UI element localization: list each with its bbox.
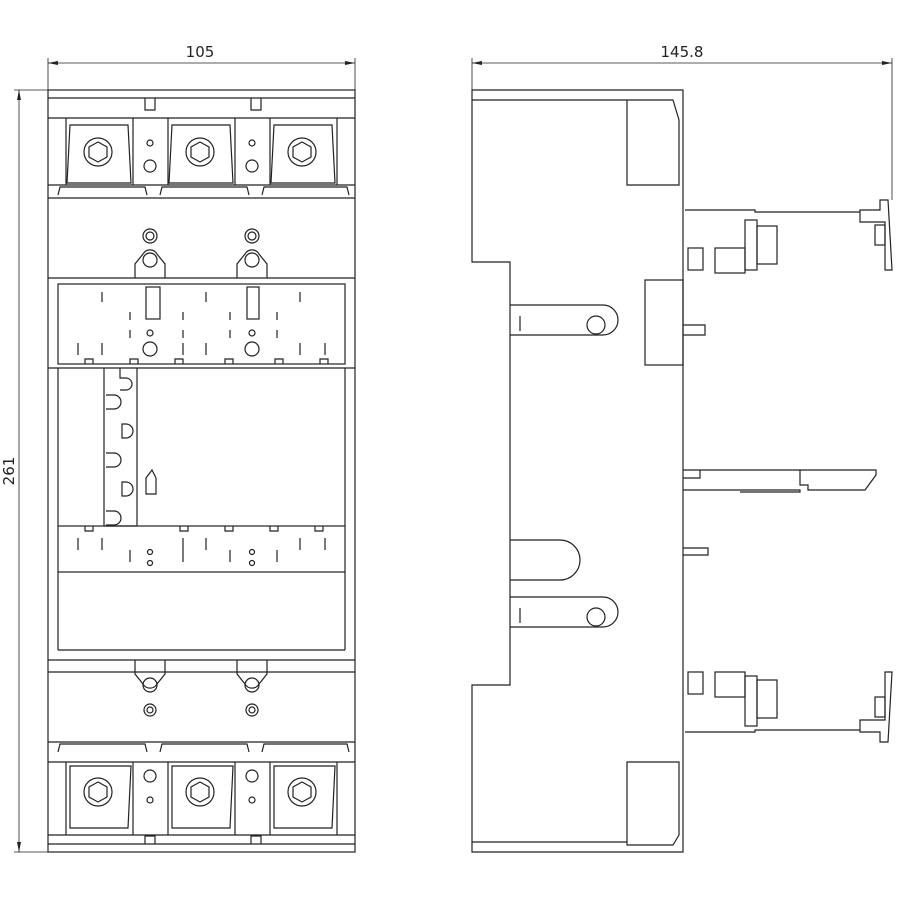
- aux-block: [644, 279, 684, 366]
- middle-notch: [510, 539, 581, 581]
- upper-slot: [510, 304, 619, 336]
- lower-panel-slots: [77, 526, 326, 567]
- front-view: [47, 89, 356, 853]
- side-view: [471, 89, 893, 853]
- dimension-depth-side: 145.8: [471, 43, 893, 200]
- top-terminals: [65, 118, 338, 185]
- upper-panel-slots: [77, 286, 329, 364]
- lower-slot: [510, 596, 619, 628]
- upper-connector: [685, 199, 893, 274]
- dimension-label-261: 261: [0, 457, 18, 486]
- dimension-height-front: 261: [0, 89, 48, 853]
- latches: [106, 368, 157, 526]
- dimension-label-145-8: 145.8: [661, 43, 704, 61]
- bottom-terminals: [65, 762, 338, 835]
- lower-connector: [685, 671, 893, 743]
- middle-connector: [683, 469, 877, 556]
- dimension-label-105: 105: [186, 43, 215, 61]
- dimension-width-front: 105: [47, 43, 356, 90]
